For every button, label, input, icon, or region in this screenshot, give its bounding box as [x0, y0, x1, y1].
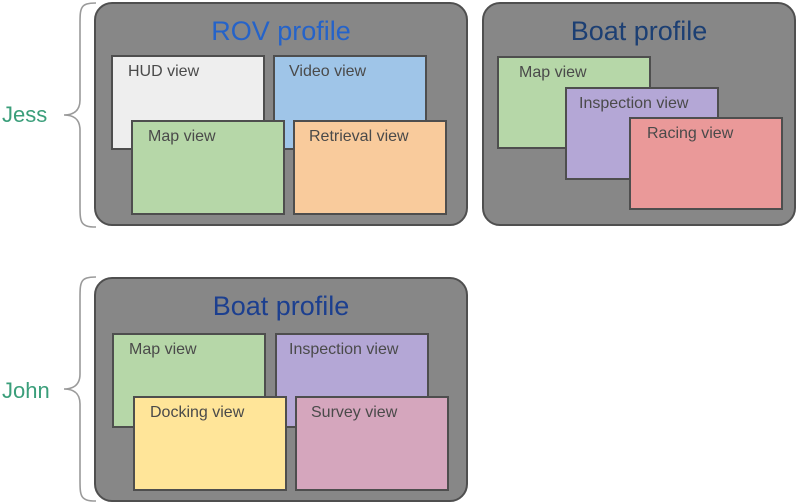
- view-card-racing[interactable]: Racing view: [629, 117, 783, 210]
- view-label: Map view: [519, 64, 587, 81]
- profile-title: Boat profile: [570, 16, 708, 46]
- view-label: Survey view: [311, 404, 398, 421]
- profile-rov[interactable]: ROV profile HUD view Video view Map view…: [94, 2, 468, 226]
- profile-title: ROV profile: [211, 16, 351, 46]
- brace-jess: [63, 2, 97, 228]
- view-card-map[interactable]: Map view: [131, 120, 285, 215]
- view-card-retrieval[interactable]: Retrieval view: [293, 120, 447, 215]
- view-label: Inspection view: [289, 341, 399, 358]
- view-label: Racing view: [647, 125, 734, 142]
- user-label-jess: Jess: [2, 102, 48, 127]
- view-label: Inspection view: [579, 95, 689, 112]
- view-label: Retrieval view: [309, 128, 409, 145]
- view-card-survey[interactable]: Survey view: [295, 396, 449, 491]
- user-label-john: John: [2, 378, 50, 403]
- view-label: Docking view: [150, 404, 245, 421]
- profile-boat-john[interactable]: Boat profile Map view Inspection view Do…: [94, 277, 468, 502]
- view-label: Map view: [129, 341, 197, 358]
- profile-boat-jess[interactable]: Boat profile Map view Inspection view Ra…: [482, 2, 796, 226]
- view-card-docking[interactable]: Docking view: [133, 396, 287, 491]
- profile-title: Boat profile: [212, 291, 350, 321]
- view-label: Video view: [289, 63, 367, 80]
- brace-john: [63, 276, 97, 502]
- view-label: Map view: [148, 128, 216, 145]
- view-label: HUD view: [128, 63, 200, 80]
